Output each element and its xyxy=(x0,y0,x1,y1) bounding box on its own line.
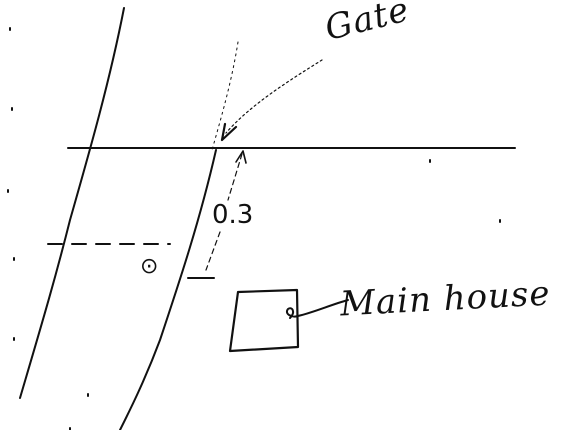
gate-pointer-line xyxy=(225,59,323,134)
main-house-square xyxy=(228,288,300,353)
left-road-line xyxy=(19,7,125,399)
main-house-label: Main house xyxy=(339,273,552,325)
distance-arrowhead xyxy=(235,150,247,164)
main-house-pointer xyxy=(286,299,349,319)
gate-arrowhead xyxy=(220,122,238,142)
dotted-road-extension xyxy=(211,41,239,151)
distance-dimension-line xyxy=(205,153,243,271)
margin-dots xyxy=(7,27,501,430)
right-road-line xyxy=(119,149,217,430)
distance-label: 0.3 xyxy=(212,200,254,230)
location-marker-icon: ⊙ xyxy=(140,254,159,279)
